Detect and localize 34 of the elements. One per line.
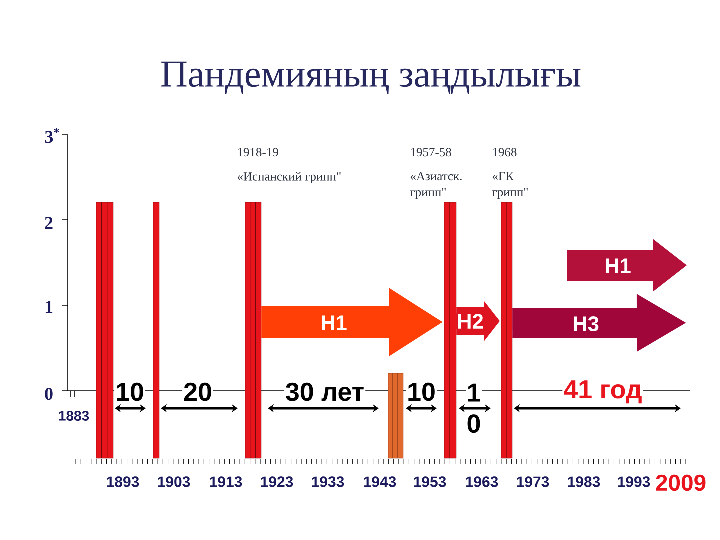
bar-label: 1968 (493, 148, 517, 157)
year-label: 1923 (261, 476, 294, 488)
interval-label: 30 лет (284, 382, 366, 402)
interval-label: 41 год (562, 380, 644, 405)
tick-label: 3$^{*}$ (45, 128, 60, 144)
interval-label: 1 0 (466, 384, 482, 434)
edge-label: H2 (456, 314, 484, 330)
bar (153, 202, 160, 459)
bar-label: «Испанский грипп" (238, 172, 341, 184)
bar (444, 202, 457, 459)
year-label: 1963 (466, 476, 498, 488)
edge-label: H1 (320, 315, 348, 331)
bar-label: 1957-58 (411, 148, 452, 157)
tick-label: 0 (45, 388, 53, 400)
year-label: 1893 (107, 476, 140, 488)
year-label: 2009 (656, 474, 706, 492)
interval-label: 10 (406, 382, 437, 402)
tick-label: 2 (45, 217, 53, 229)
year-label: 1983 (568, 476, 600, 488)
bar (501, 202, 513, 459)
bar (245, 202, 262, 459)
edge-label: H3 (572, 316, 600, 332)
year-label: 1993 (618, 476, 650, 488)
interval-label: 20 (182, 382, 214, 402)
bar-label: «Азиатск. грипп" (410, 172, 462, 200)
interval-label: 10 (114, 382, 146, 402)
title: Пандемияның заңдылығы (162, 62, 581, 94)
bar (388, 372, 404, 459)
bar-label: «ГК грипп" (492, 172, 528, 200)
year-label: 1933 (312, 476, 344, 488)
tick-label: 1 (46, 301, 53, 313)
bar (96, 202, 114, 459)
bar-label: 1918-19 (238, 148, 278, 157)
year-label: 1953 (414, 476, 446, 488)
